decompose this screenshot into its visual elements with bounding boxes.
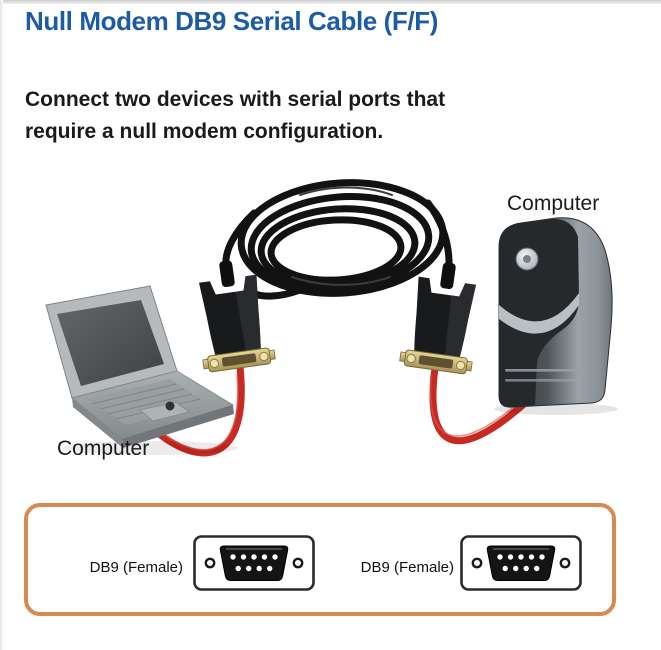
db9-female-port-icon [460, 535, 582, 591]
red-cable-left [148, 363, 245, 457]
description-line-1: Connect two devices with serial ports th… [25, 88, 446, 111]
db9-connector-left [198, 260, 276, 373]
tower-device-label: Computer [507, 192, 600, 215]
connection-diagram [45, 179, 618, 457]
scan-edge-top [0, 0, 661, 4]
connector-label-right: DB9 (Female) [360, 559, 454, 576]
scan-edge-left [0, 0, 3, 650]
laptop-device-label: Computer [57, 437, 150, 460]
db9-female-port-icon [193, 535, 315, 591]
product-description: Connect two devices with serial ports th… [25, 84, 585, 148]
connector-spec-panel: DB9 (Female) DB9 (Female) [24, 503, 616, 616]
page-title: Null Modem DB9 Serial Cable (F/F) [25, 6, 438, 36]
desktop-tower-icon [494, 217, 618, 415]
description-line-2: require a null modem configuration. [25, 120, 384, 143]
coiled-cable-icon [222, 179, 453, 300]
laptop-icon [45, 285, 238, 455]
db9-connector-right [399, 262, 477, 375]
connector-label-left: DB9 (Female) [89, 559, 183, 576]
red-cable-right [429, 364, 528, 445]
